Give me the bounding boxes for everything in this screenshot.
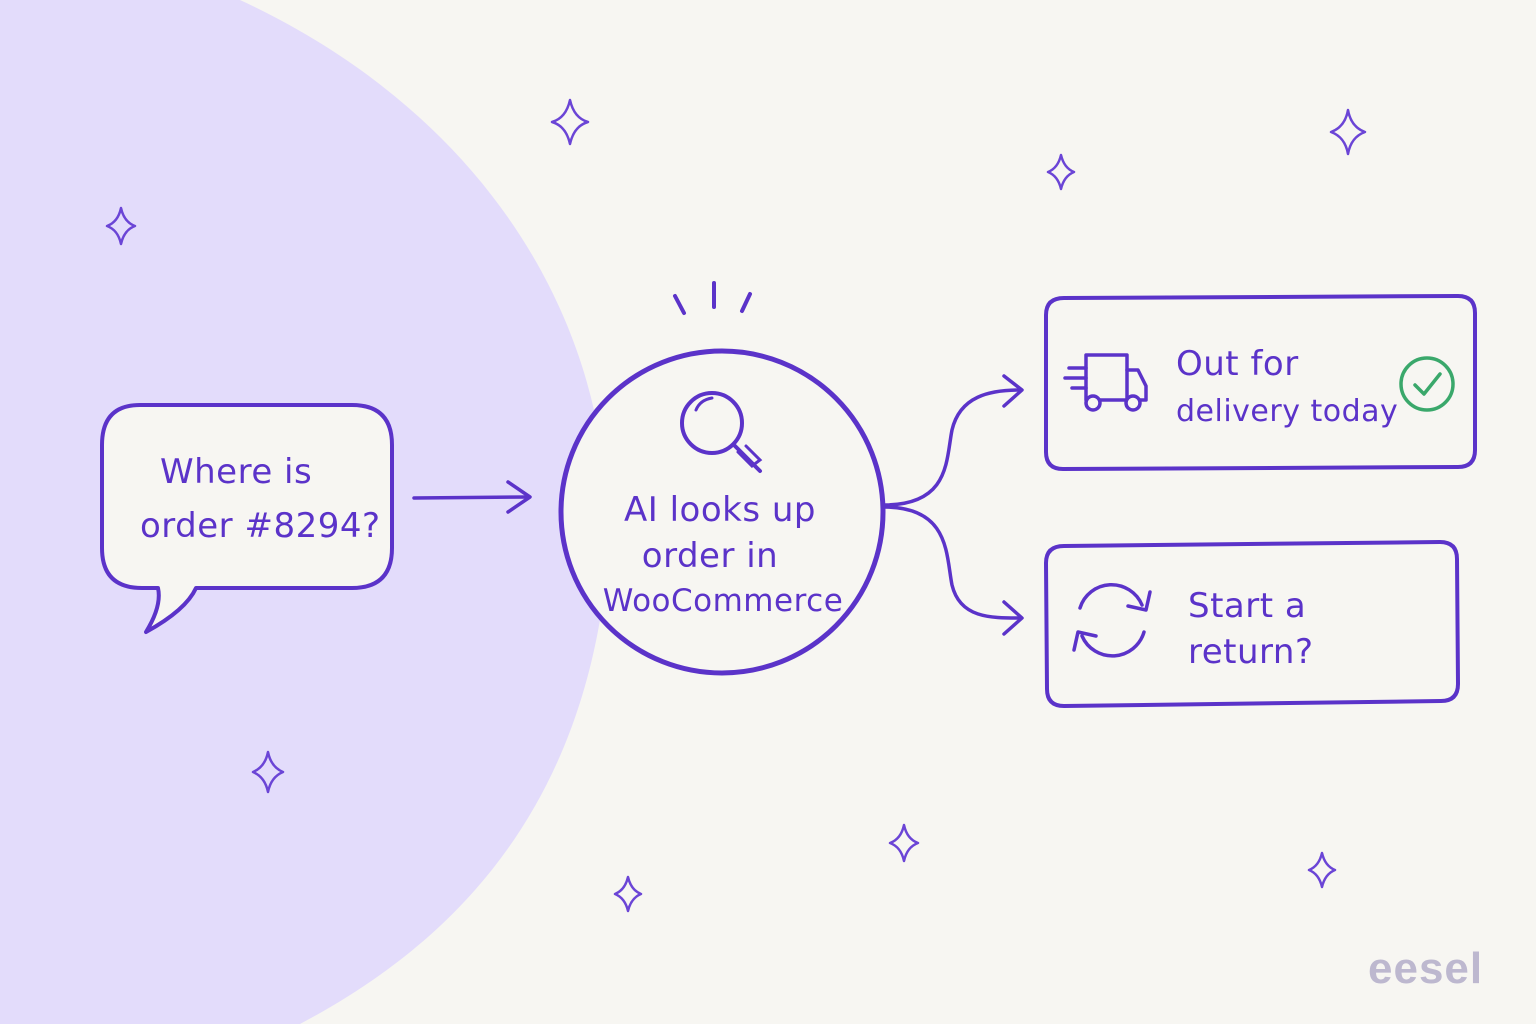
sparkle-icon xyxy=(105,206,137,246)
delivery-truck-icon xyxy=(1063,353,1148,412)
delivery-outcome-card xyxy=(1044,293,1477,472)
eesel-logo: eesel xyxy=(1368,944,1484,993)
refresh-cycle-icon xyxy=(1072,582,1152,658)
sparkle-icon xyxy=(1307,851,1337,889)
sparkle-icon xyxy=(251,750,285,794)
ai-node-line-3: WooCommerce xyxy=(602,583,844,619)
sparkle-icon xyxy=(1046,153,1076,191)
ai-node-line-1: AI looks up xyxy=(624,490,816,530)
question-line-1: Where is xyxy=(160,452,313,492)
sparkle-icon xyxy=(1329,108,1367,156)
magnifier-icon xyxy=(680,391,763,473)
emphasis-marks xyxy=(673,281,752,315)
question-line-2: order #8294? xyxy=(140,506,381,546)
sparkle-icon xyxy=(613,875,643,913)
return-line-2: return? xyxy=(1188,632,1314,672)
question-speech-bubble xyxy=(100,403,394,634)
check-circle-icon xyxy=(1399,356,1455,412)
delivery-line-2: delivery today xyxy=(1176,394,1399,429)
return-line-1: Start a xyxy=(1188,586,1307,626)
ai-node-line-2: order in xyxy=(641,536,779,576)
arrow-to-ai xyxy=(412,480,532,514)
branch-arrows xyxy=(882,374,1024,636)
sparkle-icon xyxy=(550,98,590,146)
sparkle-icon xyxy=(888,823,920,863)
ai-lookup-node xyxy=(558,348,886,676)
delivery-line-1: Out for xyxy=(1176,344,1299,384)
return-outcome-card xyxy=(1043,539,1461,709)
